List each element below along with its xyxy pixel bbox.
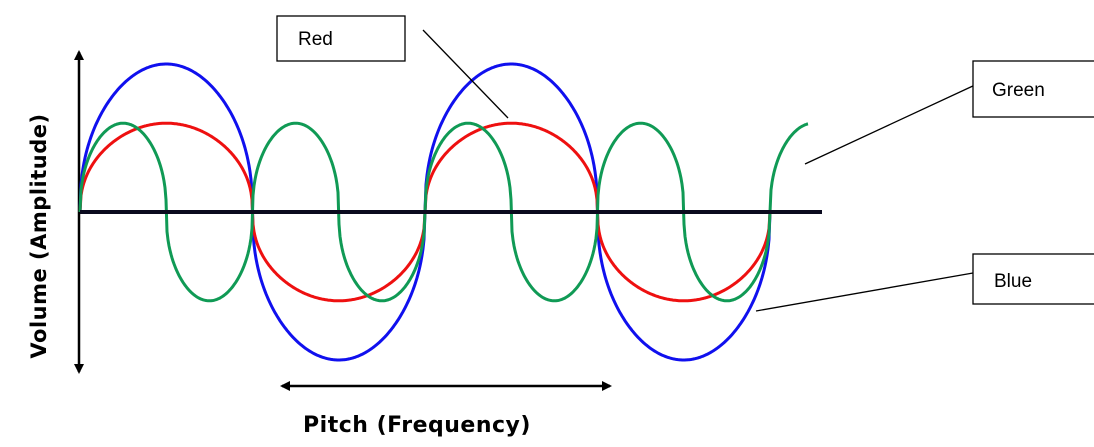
green-label: Green (992, 80, 1045, 101)
green-label-box (972, 60, 1094, 118)
blue-label-box (972, 253, 1094, 305)
red-label: Red (298, 29, 333, 50)
x-axis-title: Pitch (Frequency) (303, 413, 531, 438)
y-axis-title: Volume (Amplitude) (27, 113, 51, 358)
green-callout-line (804, 84, 976, 165)
red-callout-line (422, 29, 509, 119)
blue-callout-line (755, 272, 974, 312)
green-wave (78, 121, 809, 303)
red-label-box (276, 15, 406, 62)
blue-label: Blue (994, 271, 1032, 292)
